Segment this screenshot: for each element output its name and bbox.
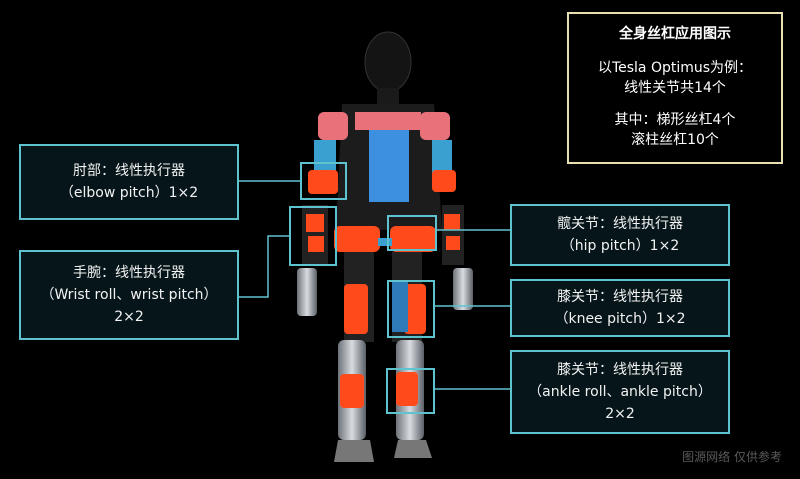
left-knee-actuator — [344, 284, 368, 334]
hip-label-title: 髋关节：线性执行器 — [557, 216, 683, 232]
knee-highlight — [387, 280, 435, 338]
wrist-leader — [239, 235, 290, 298]
elbow-label-title: 肘部：线性执行器 — [73, 163, 185, 179]
left-wrist-actuator-2 — [308, 236, 324, 252]
hip-highlight — [387, 215, 437, 251]
hip-label-box: 髋关节：线性执行器 （hip pitch）1×2 — [510, 204, 730, 266]
hip-link — [378, 238, 392, 246]
right-knee-screw — [392, 282, 408, 332]
left-ankle-actuator — [340, 374, 364, 408]
robot-head — [364, 31, 412, 93]
knee-label-detail: （knee pitch）1×2 — [554, 311, 686, 327]
left-shoulder — [318, 112, 348, 140]
right-wrist-actuator-1 — [444, 214, 460, 230]
elbow-label-detail: （elbow pitch）1×2 — [59, 185, 199, 201]
left-foot — [334, 440, 374, 462]
right-shoulder — [420, 112, 450, 140]
ankle-label-title: 膝关节：线性执行器 — [557, 362, 683, 378]
summary-title: 全身丝杠应用图示 — [619, 26, 731, 42]
summary-total-joints: 线性关节共14个 — [624, 80, 726, 96]
left-hand — [297, 268, 317, 316]
wrist-label-detail: （Wrist roll、wrist pitch） — [40, 287, 218, 303]
ankle-label-count: 2×2 — [605, 406, 635, 422]
summary-group-breakdown: 其中：梯形丝杠4个 滚柱丝杠10个 — [569, 110, 781, 150]
hip-actuator-left — [334, 226, 380, 252]
wrist-label-box: 手腕：线性执行器 （Wrist roll、wrist pitch） 2×2 — [19, 250, 239, 340]
robot-neck — [377, 88, 399, 104]
summary-info-box: 全身丝杠应用图示 以Tesla Optimus为例： 线性关节共14个 其中：梯… — [567, 12, 783, 164]
knee-label-title: 膝关节：线性执行器 — [557, 289, 683, 305]
right-hand — [453, 268, 473, 310]
elbow-label-box: 肘部：线性执行器 （elbow pitch）1×2 — [19, 144, 239, 220]
right-wrist-actuator-2 — [446, 236, 460, 250]
ankle-label-detail: （ankle roll、ankle pitch） — [528, 384, 712, 400]
hip-actuator-right — [390, 226, 436, 252]
torso-battery — [369, 130, 409, 202]
watermark: 图源网络 仅供参考 — [682, 450, 782, 464]
knee-label-box: 膝关节：线性执行器 （knee pitch）1×2 — [510, 279, 730, 337]
right-foot — [394, 440, 432, 458]
wrist-label-count: 2×2 — [114, 309, 144, 325]
right-knee-actuator — [404, 284, 426, 334]
right-ankle-actuator — [396, 372, 418, 406]
wrist-label-title: 手腕：线性执行器 — [73, 265, 185, 281]
ankle-highlight — [386, 368, 435, 414]
right-elbow-actuator — [432, 170, 456, 192]
left-elbow-actuator — [308, 170, 338, 194]
summary-example-line: 以Tesla Optimus为例： — [597, 60, 753, 76]
torso-upper-part — [355, 112, 421, 130]
hip-label-detail: （hip pitch）1×2 — [560, 238, 680, 254]
ankle-label-box: 膝关节：线性执行器 （ankle roll、ankle pitch） 2×2 — [510, 350, 730, 434]
left-wrist-actuator-1 — [306, 214, 324, 232]
summary-group-total: 以Tesla Optimus为例： 线性关节共14个 — [569, 58, 781, 98]
summary-roller-count: 滚柱丝杠10个 — [631, 132, 719, 148]
summary-trapezoidal-count: 其中：梯形丝杠4个 — [614, 112, 736, 128]
